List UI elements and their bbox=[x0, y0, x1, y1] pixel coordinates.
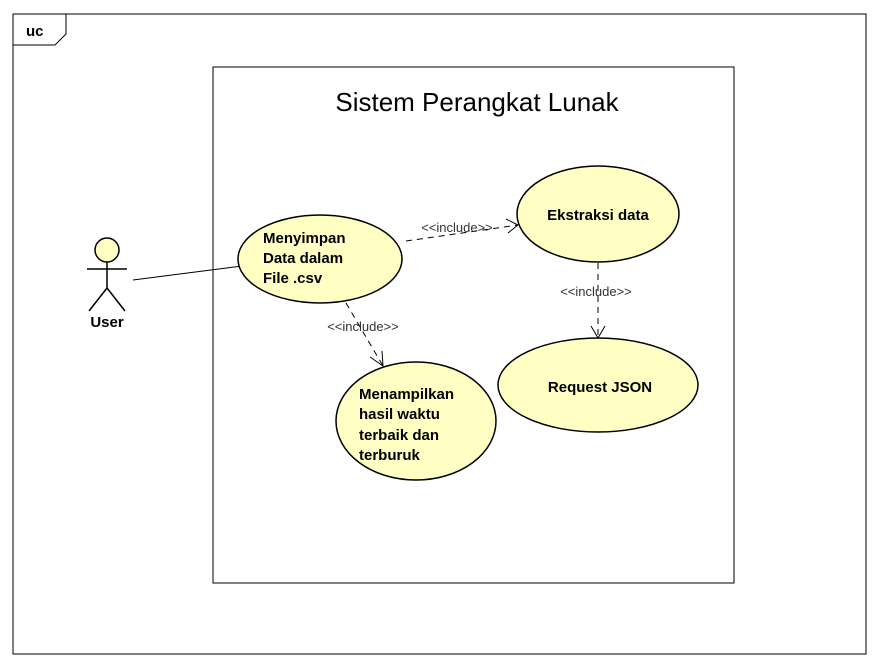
system-boundary[interactable] bbox=[212, 66, 735, 584]
use-case-label: Request JSON bbox=[548, 379, 652, 396]
actor-user[interactable]: User bbox=[87, 237, 127, 331]
system-title: Sistem Perangkat Lunak bbox=[335, 87, 619, 117]
use-case-label: Menyimpan Data dalam File .csv bbox=[263, 230, 350, 287]
include-label: <<include>> bbox=[560, 284, 632, 299]
include-line bbox=[345, 302, 384, 367]
use-case-ekstraksi[interactable]: Ekstraksi data bbox=[516, 165, 680, 263]
use-case-ellipse bbox=[497, 337, 699, 433]
use-case-line: Request JSON bbox=[548, 379, 652, 396]
association-line[interactable] bbox=[132, 265, 243, 281]
actor-right-leg-icon bbox=[106, 287, 126, 312]
use-case-line: Data dalam bbox=[263, 250, 343, 267]
actor-head-icon bbox=[94, 237, 120, 263]
actor-left-leg-icon bbox=[88, 287, 108, 312]
use-case-line: Menyimpan bbox=[263, 230, 346, 247]
use-case-menampilkan[interactable]: Menampilkan hasil waktu terbaik dan terb… bbox=[335, 361, 497, 481]
include-line bbox=[405, 224, 519, 242]
use-case-line: Ekstraksi data bbox=[547, 207, 649, 224]
use-case-ellipse bbox=[335, 361, 497, 481]
frame-tag: uc bbox=[26, 23, 44, 40]
use-case-label: Ekstraksi data bbox=[547, 207, 649, 224]
include-relation-ekstraksi[interactable]: <<include>> bbox=[405, 218, 519, 242]
use-case-ellipse bbox=[237, 214, 403, 304]
include-relation-request[interactable]: <<include>> bbox=[560, 263, 632, 339]
actor-label: User bbox=[90, 314, 124, 331]
frame-tag-border bbox=[13, 14, 67, 46]
use-case-menyimpan[interactable]: Menyimpan Data dalam File .csv bbox=[237, 214, 403, 304]
use-case-line: hasil waktu bbox=[359, 406, 440, 423]
use-case-request[interactable]: Request JSON bbox=[497, 337, 699, 433]
arrowhead-icon bbox=[505, 218, 519, 234]
include-relation-menampilkan[interactable]: <<include>> bbox=[327, 302, 399, 368]
use-case-ellipse bbox=[516, 165, 680, 263]
use-case-label: Menampilkan hasil waktu terbaik dan terb… bbox=[359, 386, 458, 464]
include-label: <<include>> bbox=[327, 319, 399, 334]
use-case-line: Menampilkan bbox=[359, 386, 454, 403]
use-case-line: terbaik dan bbox=[359, 427, 439, 444]
use-case-line: terburuk bbox=[359, 447, 421, 464]
use-case-line: File .csv bbox=[263, 270, 323, 287]
include-label: <<include>> bbox=[421, 220, 493, 235]
arrowhead-icon bbox=[369, 350, 384, 368]
